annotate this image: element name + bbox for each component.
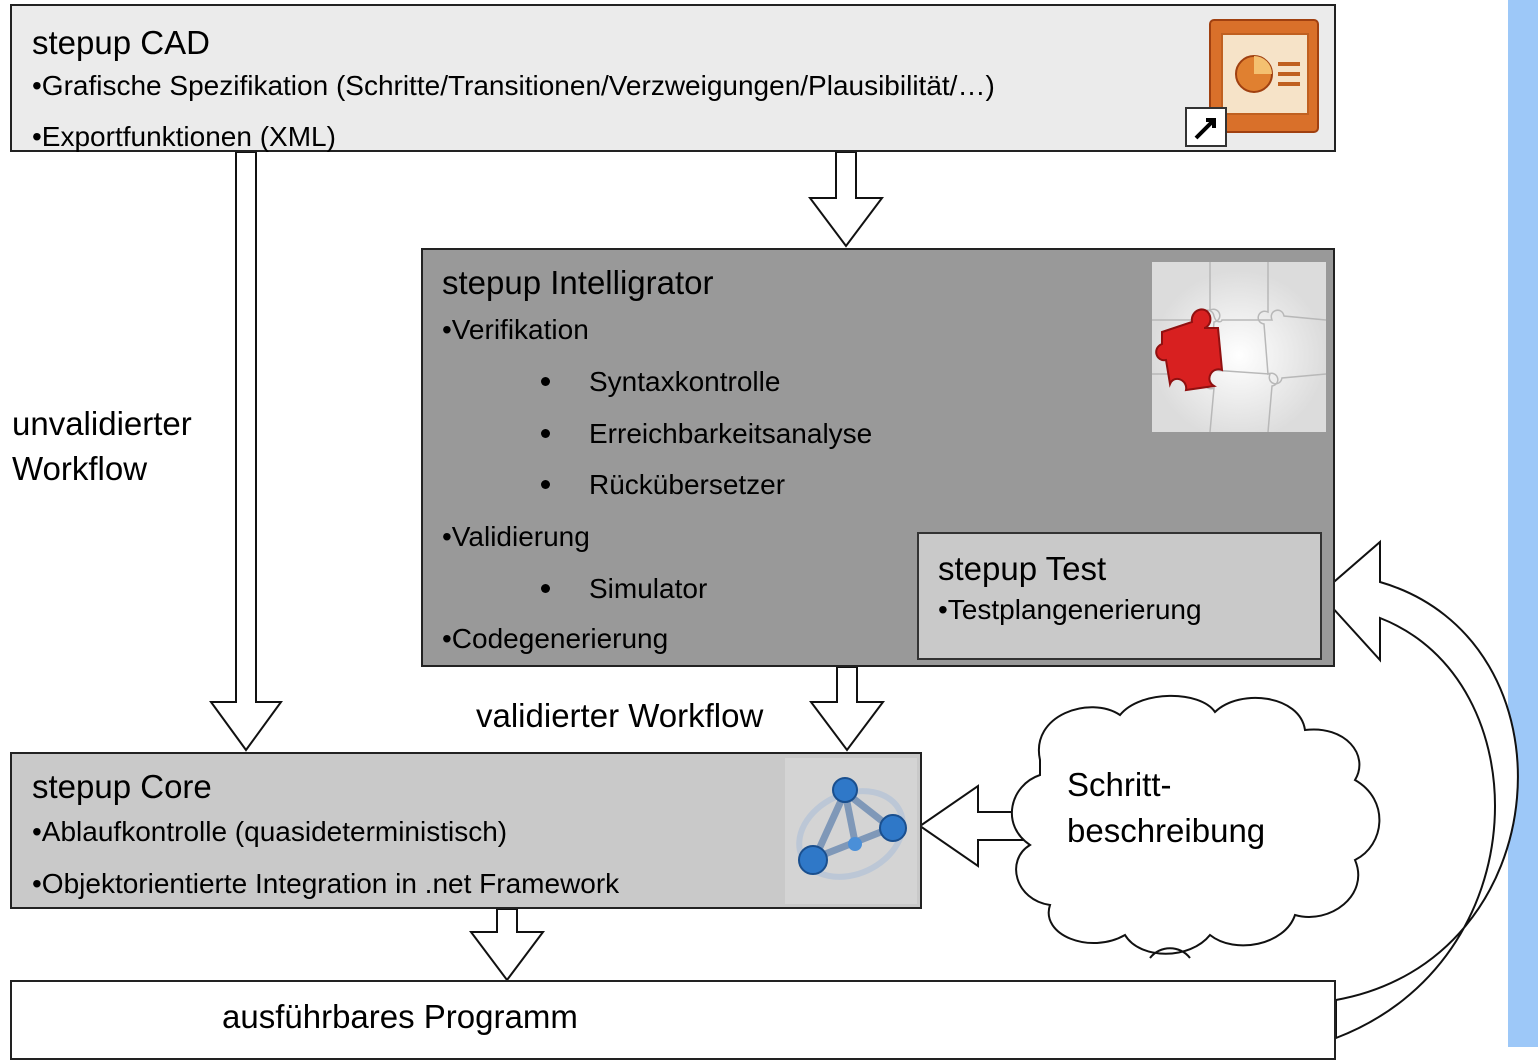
stepup-test-box: stepup Test •Testplangenerierung	[917, 532, 1322, 660]
sub-item-simulator: Simulator	[541, 573, 708, 605]
stepup-core-box: stepup Core •Ablaufkontrolle (quasideter…	[10, 752, 922, 909]
puzzle-icon	[1152, 262, 1326, 432]
unvalidated-label-line2: Workflow	[12, 450, 148, 487]
network-molecule-icon	[785, 758, 917, 904]
arrow-feedback-program-to-test	[1318, 539, 1519, 1040]
bullet-dot	[541, 377, 550, 386]
presentation-shortcut-icon	[1185, 19, 1319, 147]
unvalidated-label-line1: unvalidierter	[12, 405, 192, 442]
sub-item-rueckuebersetzer: Rückübersetzer	[541, 469, 786, 501]
side-accent-bar	[1508, 0, 1538, 1047]
sub-item-syntaxkontrolle: Syntaxkontrolle	[541, 366, 781, 398]
intelligrator-item-validierung: •Validierung	[442, 521, 590, 552]
cad-item-spec: •Grafische Spezifikation (Schritte/Trans…	[32, 70, 995, 101]
bullet-dot	[541, 584, 550, 593]
arrow-cad-to-core	[209, 151, 283, 752]
sub-item-label: Syntaxkontrolle	[589, 366, 781, 397]
arrow-core-to-program	[469, 908, 545, 982]
validated-workflow-label: validierter Workflow	[476, 697, 764, 734]
arrow-intelligrator-to-core	[809, 666, 885, 752]
sub-item-label: Simulator	[589, 573, 708, 604]
cloud-label-line1: Schritt-	[1067, 766, 1172, 803]
sub-item-label: Erreichbarkeitsanalyse	[589, 418, 873, 449]
intelligrator-title: stepup Intelligrator	[442, 264, 714, 301]
core-item-integration: •Objektorientierte Integration in .net F…	[32, 868, 620, 899]
cad-title: stepup CAD	[32, 24, 210, 61]
arrow-cloud-to-core	[918, 784, 1031, 868]
sub-item-label: Rückübersetzer	[589, 469, 786, 500]
bullet-dot	[541, 480, 550, 489]
intelligrator-item-codegenerierung: •Codegenerierung	[442, 623, 669, 654]
cloud-shape	[1011, 694, 1381, 959]
intelligrator-item-verifikation: •Verifikation	[442, 314, 589, 345]
core-item-ablaufkontrolle: •Ablaufkontrolle (quasideterministisch)	[32, 816, 508, 847]
core-title: stepup Core	[32, 768, 212, 805]
stepup-cad-box: stepup CAD •Grafische Spezifikation (Sch…	[10, 4, 1336, 152]
test-title: stepup Test	[938, 550, 1107, 587]
bullet-dot	[541, 429, 550, 438]
test-item-testplangenerierung: •Testplangenerierung	[938, 594, 1202, 625]
program-label: ausführbares Programm	[222, 998, 578, 1035]
cloud-label-line2: beschreibung	[1067, 812, 1266, 849]
cad-item-export: •Exportfunktionen (XML)	[32, 121, 336, 152]
executable-program-box: ausführbares Programm	[10, 980, 1336, 1060]
sub-item-erreichbarkeitsanalyse: Erreichbarkeitsanalyse	[541, 418, 873, 450]
arrow-cad-to-intelligrator	[808, 151, 884, 248]
